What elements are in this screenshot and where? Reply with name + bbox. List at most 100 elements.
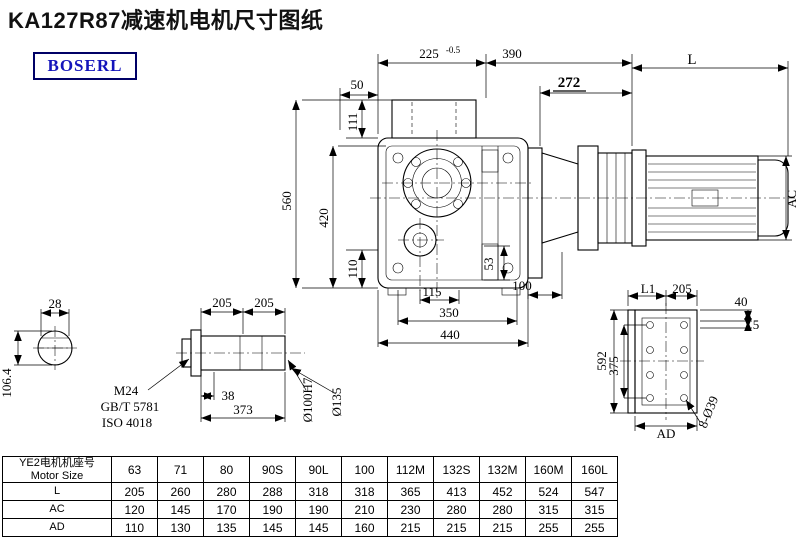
flange-hole [680, 394, 688, 402]
gearbox-front-view [377, 99, 529, 296]
dim-L1-label: L1 [641, 281, 655, 296]
column-header: 132S [433, 455, 480, 484]
table-cell: 190 [249, 500, 296, 520]
page-title: KA127R87减速机电机尺寸图纸 [8, 8, 324, 33]
rear-view [627, 309, 698, 414]
dim-272-label: 272 [558, 75, 581, 91]
dim-28-label: 28 [49, 296, 62, 311]
table-cell: 215 [387, 518, 434, 537]
dim-L-label: L [687, 52, 696, 68]
dim-592-label: 592 [594, 351, 609, 371]
table-cell: 318 [341, 482, 388, 502]
table-cell: 170 [203, 500, 250, 520]
table-cell: 255 [571, 518, 618, 537]
table-cell: 318 [295, 482, 342, 502]
dim-38-label: 38 [222, 388, 235, 403]
corner-bolt-hole [502, 152, 514, 164]
dim-225-tolerance: -0.5 [446, 45, 461, 55]
table-cell: 145 [249, 518, 296, 537]
row-label: L [2, 482, 112, 502]
dim-100-label: 100 [512, 278, 532, 293]
table-cell: 452 [479, 482, 526, 502]
output-bore [402, 148, 472, 218]
top-mounting-plate [391, 99, 477, 139]
table-cell: 260 [157, 482, 204, 502]
table-cell: 130 [157, 518, 204, 537]
dim-350-label: 350 [439, 305, 459, 320]
dim-560-label: 560 [279, 191, 294, 211]
mounting-foot [387, 287, 407, 296]
table-cell: 288 [249, 482, 296, 502]
drawing-svg: 50 225 -0.5 390 272 L 560 420 111 110 53… [0, 45, 799, 441]
flange-hole [680, 346, 688, 354]
table-cell: 215 [479, 518, 526, 537]
dim-50-label: 50 [351, 77, 364, 92]
mounting-foot [501, 287, 521, 296]
flange-hole [646, 371, 654, 379]
hollow-shaft [200, 335, 286, 371]
dim-205c-label: 205 [672, 281, 692, 296]
dim-375-label: 375 [606, 356, 621, 376]
column-header: 71 [157, 455, 204, 484]
leader-lines [147, 90, 701, 423]
dim-373-label: 373 [233, 402, 253, 417]
table-cell: 413 [433, 482, 480, 502]
dim-110-label: 110 [345, 259, 360, 278]
table-cell: 210 [341, 500, 388, 520]
dim-390-label: 390 [502, 46, 522, 61]
row-label: AD [2, 518, 112, 537]
column-header: 90L [295, 455, 342, 484]
dimension-labels: 50 225 -0.5 390 272 L 560 420 111 110 53… [0, 45, 799, 441]
table-cell: 190 [295, 500, 342, 520]
corner-bolt-hole [392, 262, 404, 274]
dim-AC-label: AC [784, 190, 799, 208]
dim-5-label: 5 [753, 317, 760, 332]
table-cell: 315 [525, 500, 572, 520]
dim-420-label: 420 [316, 208, 331, 228]
table-cell: 255 [525, 518, 572, 537]
table-cell: 230 [387, 500, 434, 520]
lower-bore [403, 223, 437, 257]
flange-hole [646, 346, 654, 354]
shaft-section-view [37, 330, 73, 366]
dim-205a-label: 205 [212, 295, 232, 310]
column-header: 132M [479, 455, 526, 484]
table-cell: 120 [111, 500, 158, 520]
table-cell: 280 [479, 500, 526, 520]
table-cell: 205 [111, 482, 158, 502]
table-cell: 547 [571, 482, 618, 502]
technical-drawing: 50 225 -0.5 390 272 L 560 420 111 110 53… [0, 38, 800, 458]
corner-bolt-hole [502, 262, 514, 274]
table-cell: 110 [111, 518, 158, 537]
dim-115-label: 115 [422, 284, 441, 299]
column-header: 63 [111, 455, 158, 484]
column-header: 100 [341, 455, 388, 484]
table-cell: 135 [203, 518, 250, 537]
dim-205b-label: 205 [254, 295, 274, 310]
table-cell: 365 [387, 482, 434, 502]
motor-assembly [527, 145, 789, 279]
dim-225-label: 225 [419, 46, 439, 61]
motor-nameplate [691, 189, 719, 207]
table-cell: 524 [525, 482, 572, 502]
column-header: 160M [525, 455, 572, 484]
flange-hole [680, 321, 688, 329]
dim-111-label: 111 [345, 113, 360, 132]
thread-m24-label: M24 [114, 383, 139, 398]
flange-hole [680, 371, 688, 379]
rear-flange [634, 309, 698, 414]
row-label: AC [2, 500, 112, 520]
column-header: 90S [249, 455, 296, 484]
dim-53-label: 53 [481, 258, 496, 271]
flange-hole [646, 321, 654, 329]
dim-40-label: 40 [735, 294, 748, 309]
dim-AD-label: AD [657, 426, 676, 441]
column-header: 80 [203, 455, 250, 484]
corner-bolt-hole [392, 152, 404, 164]
standard-iso-label: ISO 4018 [102, 415, 152, 430]
flange-hole [646, 394, 654, 402]
